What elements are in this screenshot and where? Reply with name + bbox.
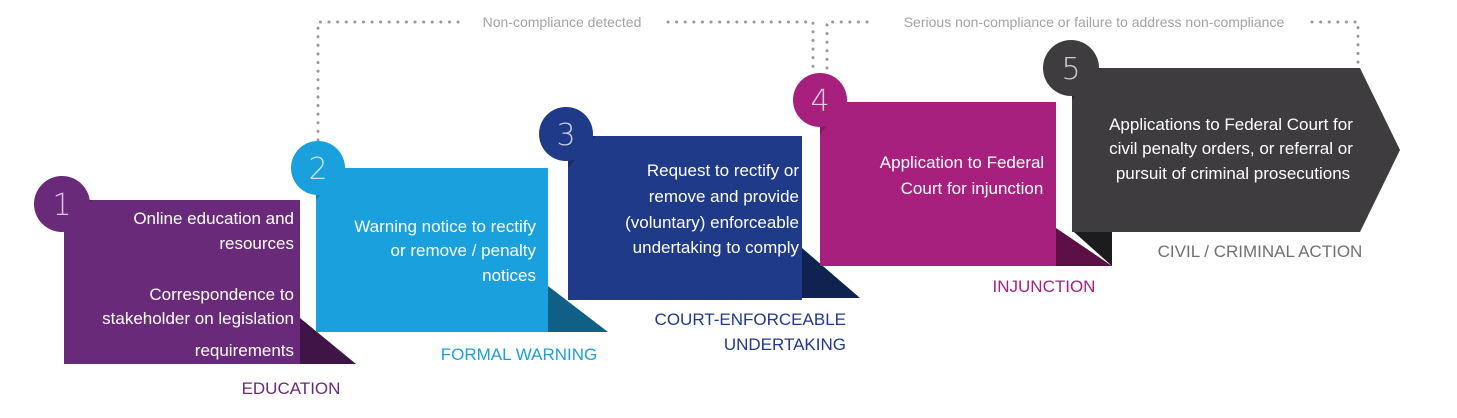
stage-label-civil-criminal: CIVIL / CRIMINAL ACTION <box>1158 242 1363 261</box>
step-5-line-1: Applications to Federal Court for <box>1109 115 1353 134</box>
stage-label-undertaking-line-2: UNDERTAKING <box>724 335 846 354</box>
serious-non-compliance-connector <box>825 20 1360 70</box>
step-1-fold <box>300 318 356 364</box>
step-1-line-1: Online education and <box>133 209 294 228</box>
stage-label-injunction: INJUNCTION <box>993 277 1096 296</box>
step-4-number-badge <box>793 73 847 127</box>
step-3-number-badge <box>539 107 593 161</box>
step-1-line-3: Correspondence to <box>149 285 294 304</box>
step-injunction: 4 Application to Federal Court for injun… <box>793 73 1112 296</box>
step-3-line-4: undertaking to comply <box>633 238 800 257</box>
step-2-fold <box>548 286 608 332</box>
step-4-fold <box>1056 228 1112 266</box>
step-4-number: 4 <box>810 84 829 119</box>
step-3-panel <box>568 136 802 300</box>
non-compliance-connector <box>316 20 815 142</box>
feedback-connectors: Non-compliance detected Serious non-comp… <box>316 14 1360 142</box>
step-2-number-badge <box>291 141 345 195</box>
step-5-number-badge <box>1043 40 1099 96</box>
step-2-panel <box>316 168 548 332</box>
step-civil-criminal-action: 5 Applications to Federal Court for civi… <box>1043 40 1400 266</box>
step-5-number: 5 <box>1061 52 1080 87</box>
non-compliance-label: Non-compliance detected <box>483 14 642 30</box>
step-1-number-badge <box>34 176 90 232</box>
step-2-number: 2 <box>308 152 327 187</box>
step-1-number: 1 <box>52 188 71 223</box>
step-2-line-2: or remove / penalty <box>390 241 536 260</box>
step-1-line-2: resources <box>219 234 294 253</box>
step-1-line-5: requirements <box>195 341 294 360</box>
stage-label-formal-warning: FORMAL WARNING <box>441 345 597 364</box>
step-undertaking: 3 Request to rectify or remove and provi… <box>539 107 860 354</box>
step-5-line-3: pursuit of criminal prosecutions <box>1116 164 1350 183</box>
step-3-number: 3 <box>556 118 575 153</box>
step-4-line-2: Court for injunction <box>901 179 1044 198</box>
step-education: 1 Online education and resources Corresp… <box>34 176 356 398</box>
serious-non-compliance-label: Serious non-compliance or failure to add… <box>904 14 1285 30</box>
step-5-arrow-panel <box>1072 68 1400 232</box>
step-3-line-3: (voluntary) enforceable <box>625 213 799 232</box>
step-3-line-2: remove and provide <box>649 187 799 206</box>
step-5-line-2: civil penalty orders, or referral or <box>1109 139 1353 158</box>
step-4-panel <box>820 102 1056 266</box>
step-5-fold <box>1074 232 1112 266</box>
stage-label-education: EDUCATION <box>242 379 341 398</box>
step-3-line-1: Request to rectify or <box>647 161 799 180</box>
step-3-fold <box>802 248 860 298</box>
step-1-line-4: stakeholder on legislation <box>102 309 294 328</box>
step-1-panel <box>64 200 300 364</box>
stage-label-undertaking-line-1: COURT-ENFORCEABLE <box>655 310 846 329</box>
step-2-line-1: Warning notice to rectify <box>354 217 536 236</box>
step-2-line-3: notices <box>482 266 536 285</box>
step-4-line-1: Application to Federal <box>880 153 1044 172</box>
step-formal-warning: 2 Warning notice to rectify or remove / … <box>291 141 608 364</box>
